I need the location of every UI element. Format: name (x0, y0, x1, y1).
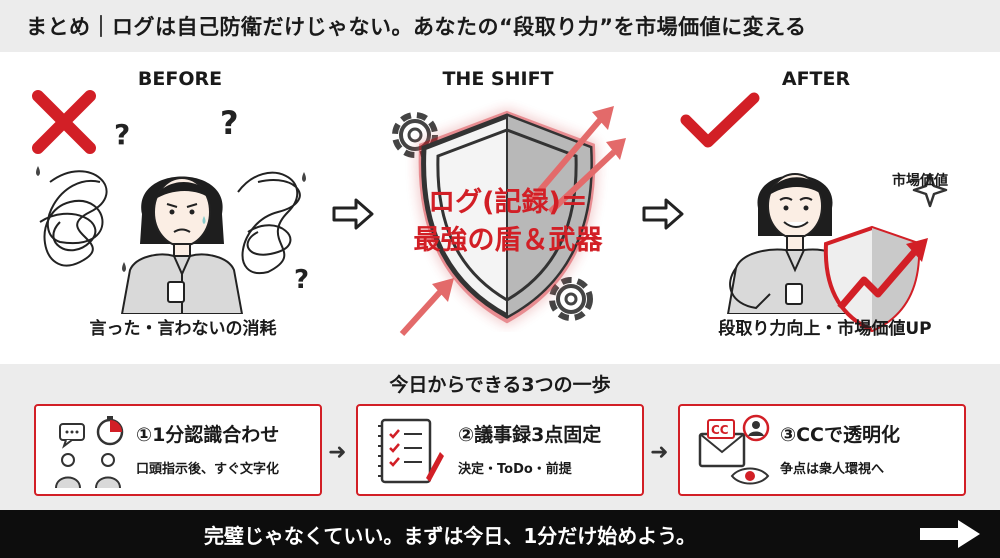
step-2-title: ②議事録3点固定 (458, 424, 602, 446)
scribble-icon (237, 171, 306, 275)
footer-bar: 完璧じゃなくていい。まずは今日、1分だけ始めよう。 (0, 510, 1000, 558)
arrow-up-icon (527, 106, 626, 215)
after-heading: AFTER (781, 68, 851, 90)
step-3-title: ③CCで透明化 (780, 424, 900, 446)
step-1-subtitle: 口頭指示後、すぐ文字化 (136, 462, 280, 477)
sparkle-icon (912, 172, 948, 208)
after-caption: 段取り力向上・市場価値UP (718, 319, 932, 339)
question-mark-icon: ? (294, 265, 309, 294)
svg-text:?: ? (220, 104, 239, 140)
shield-growth-icon (823, 225, 928, 333)
step-2-subtitle: 決定・ToDo・前提 (458, 462, 572, 477)
arrow-right-icon (332, 198, 374, 230)
gear-icon (549, 277, 593, 321)
step-card-2: ②議事録3点固定 決定・ToDo・前提 (356, 404, 644, 496)
svg-text:?: ? (294, 265, 309, 294)
step-1-title: ①1分認識合わせ (136, 424, 280, 446)
shift-heading: THE SHIFT (442, 68, 554, 90)
gear-icon (392, 112, 438, 158)
arrow-right-icon (920, 520, 980, 548)
cc-mail-eye-icon: CC (698, 414, 770, 485)
question-mark-icon: ? (114, 118, 130, 150)
checklist-icon (378, 418, 444, 484)
step-arrow-1: ➜ (328, 440, 347, 465)
page-title: まとめ｜ログは自己防衛だけじゃない。あなたの“段取り力”を市場価値に変える (26, 15, 807, 39)
arrow-right-icon (642, 198, 684, 230)
comparison-section: BEFORE ? ? ? 言った・言わないの消耗 (0, 52, 1000, 364)
steps-section: 今日からできる3つの一歩 ①1分認識合わせ 口頭指示後、すぐ文字化 ➜ ②議事録… (0, 364, 1000, 510)
svg-text:?: ? (114, 118, 130, 150)
before-caption: 言った・言わないの消耗 (89, 319, 277, 339)
check-icon (680, 92, 760, 148)
footer-message: 完璧じゃなくていい。まずは今日、1分だけ始めよう。 (203, 524, 697, 548)
shield-icon (418, 110, 596, 324)
scribble-icon (36, 166, 126, 272)
before-heading: BEFORE (137, 68, 223, 90)
cross-icon (32, 90, 96, 154)
woman-worried-illustration (120, 176, 244, 314)
step-3-subtitle: 争点は衆人環視へ (780, 462, 885, 477)
svg-text:CC: CC (711, 423, 729, 437)
title-bar: まとめ｜ログは自己防衛だけじゃない。あなたの“段取り力”を市場価値に変える (0, 0, 1000, 52)
arrow-up-icon (399, 278, 454, 337)
shield-slogan-line2: 最強の盾＆武器 (413, 225, 603, 256)
step-card-1: ①1分認識合わせ 口頭指示後、すぐ文字化 (34, 404, 322, 496)
shield-slogan-line1: ログ(記録)＝ (428, 187, 588, 218)
steps-heading: 今日からできる3つの一歩 (389, 374, 611, 396)
step-card-3: CC ③CCで透明化 争点は衆人環視へ (678, 404, 966, 496)
question-mark-icon: ? (220, 104, 239, 140)
step-arrow-2: ➜ (650, 440, 669, 465)
market-value-label: 市場価値 (892, 173, 948, 189)
chat-timer-icon (55, 416, 124, 489)
